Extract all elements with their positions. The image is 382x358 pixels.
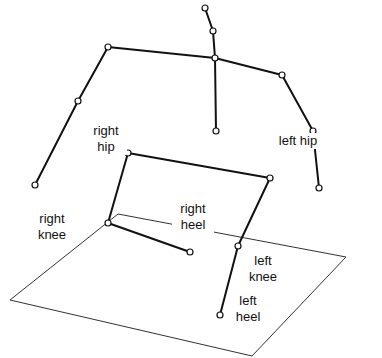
joint-label: left heel — [227, 293, 269, 325]
joint-markers — [32, 5, 322, 318]
joint-label: left knee — [242, 253, 284, 285]
joint-label: left hip — [277, 133, 319, 149]
joint-label: right knee — [31, 211, 73, 243]
skeleton-lines — [35, 8, 319, 315]
joint-label: right hip — [85, 123, 127, 155]
joint-label: right heel — [172, 201, 214, 233]
